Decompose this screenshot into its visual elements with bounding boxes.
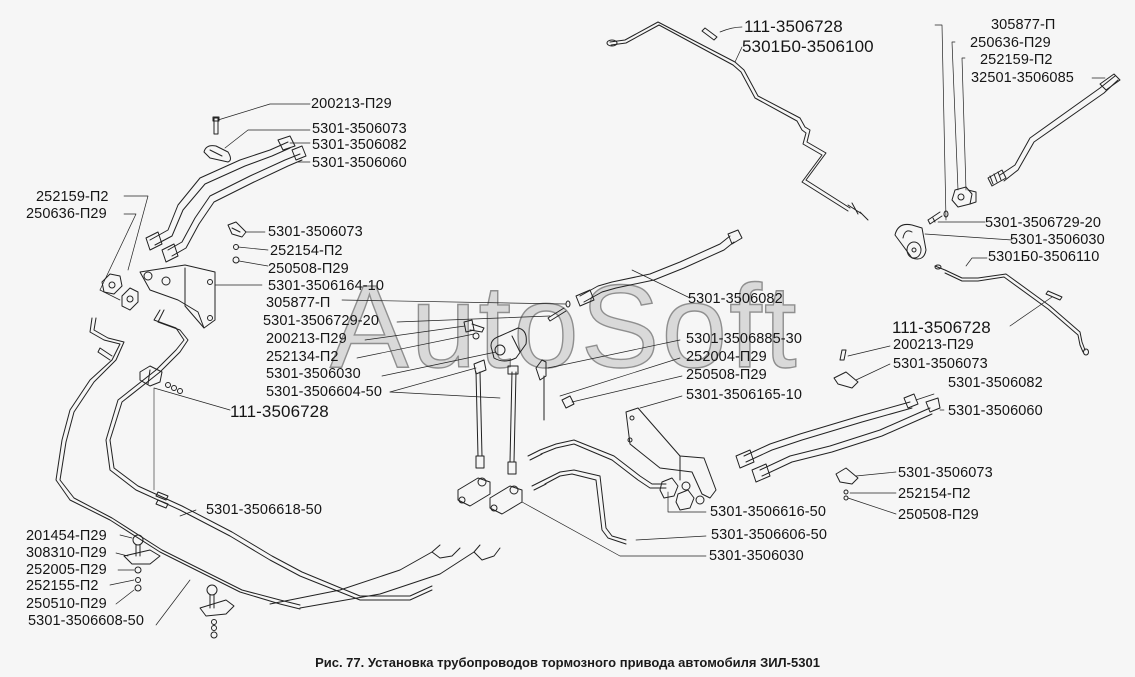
tee-5301-3506030-center [490,327,527,362]
bracket-5301-3506164-10 [139,264,216,329]
label-5301-3506073-right-lower: 5301-3506073 [898,465,993,481]
label-5301-3506618-50: 5301-3506618-50 [206,502,322,518]
label-5301-3506082-center: 5301-3506082 [688,291,783,307]
label-5301-3506729-20-center: 5301-3506729-20 [263,313,379,329]
label-250508-p29-center: 250508-П29 [686,367,767,383]
nut-250508-p29-center [561,395,575,409]
label-252155-p2: 252155-П2 [26,578,99,594]
nut-252159-p2-left [101,273,139,311]
label-5301-3506729-20-right: 5301-3506729-20 [985,215,1101,231]
label-250508-p29-left: 250508-П29 [268,261,349,277]
label-5301-3506608-50: 5301-3506608-50 [28,613,144,629]
bolt-200213-p29 [212,116,220,135]
pipe-5301-3506616-50 [527,439,667,489]
bracket-5301-3506165-10 [625,407,717,499]
label-5301b0-3506110: 5301Б0-3506110 [988,249,1100,265]
label-252005-p29: 252005-П29 [26,562,107,578]
hose-32501-3506085 [987,73,1121,187]
pipe-5301b0-3506110 [934,264,1089,356]
clamp-5301-3506073-right-lower [835,467,859,501]
tee-pair-bottom [457,477,523,515]
label-200213-p29-center: 200213-П29 [266,331,347,347]
label-5301-3506030-bottom: 5301-3506030 [709,548,804,564]
seal-305877-p-center [565,300,571,308]
label-250510-p29: 250510-П29 [26,596,107,612]
label-308310-p29: 308310-П29 [26,545,107,561]
label-250508-p29-right: 250508-П29 [898,507,979,523]
label-5301-3506616-50: 5301-3506616-50 [710,504,826,520]
label-252154-p2-left: 252154-П2 [270,243,343,259]
label-250636-p29-left: 250636-П29 [26,206,107,222]
bracket-5301-3506608-50 [123,534,235,639]
label-111-3506728-left: 111-3506728 [230,402,329,421]
pipes-bottom-small [269,544,501,609]
label-252159-p2-left: 252159-П2 [36,189,109,205]
label-5301-3506030-center: 5301-3506030 [266,366,361,382]
hose-5301-3506082-center [575,229,743,307]
label-5301-3506073-right: 5301-3506073 [893,356,988,372]
clip-111-3506728-top [701,27,718,41]
nut-assembly-top-right [927,186,977,225]
label-250636-p29-top: 250636-П29 [970,35,1051,51]
label-5301-3506164-10: 5301-3506164-10 [268,278,384,294]
washer-250508-p29-left [232,256,240,264]
label-5301-3506885-30: 5301-3506885-30 [686,331,802,347]
clamp-5301-3506073-left [227,221,247,238]
label-5301-3506604-50: 5301-3506604-50 [266,384,382,400]
label-201454-p29: 201454-П29 [26,528,107,544]
hose-5301-3506060 [161,145,307,263]
label-252134-p2: 252134-П2 [266,349,339,365]
label-5301-3506165-10: 5301-3506165-10 [686,387,802,403]
pipe-5301-3506618-50 [55,309,433,610]
label-200213-p29-right: 200213-П29 [893,337,974,353]
label-5301-3506030-right: 5301-3506030 [1010,232,1105,248]
fitting-5301-3506885-30 [535,359,547,421]
washer-252134-p2 [472,332,480,340]
label-5301b0-3506100: 5301Б0-3506100 [742,37,874,56]
label-5301-3506606-50: 5301-3506606-50 [711,527,827,543]
clamp-right-mid [833,349,859,389]
label-252159-p2-top: 252159-П2 [980,52,1053,68]
nuts-bracket-right [659,477,705,511]
label-305877-p-top: 305877-П [991,17,1056,33]
hoses-right-mid [735,393,941,483]
hose-5301-3506082 [145,135,296,251]
label-200213-p29-top: 200213-П29 [311,96,392,112]
label-5301-3506060-top: 5301-3506060 [312,155,407,171]
label-5301-3506082-top: 5301-3506082 [312,137,407,153]
pipe-5301b0-3506100 [606,21,869,221]
hose-5301-3506604-50 [473,359,519,475]
clip-111-3506728-right [1045,290,1063,301]
label-5301-3506082-right: 5301-3506082 [948,375,1043,391]
bolt-200213-p29-center [463,319,485,333]
figure-caption: Рис. 77. Установка трубопроводов тормозн… [315,655,820,670]
label-252154-p2-right: 252154-П2 [898,486,971,502]
label-5301-3506060-right: 5301-3506060 [948,403,1043,419]
label-5301-3506073-top: 5301-3506073 [312,121,407,137]
clamp-5301-3506073-top-left [203,145,231,163]
label-111-3506728-top: 111-3506728 [744,17,843,36]
label-5301-3506073-left: 5301-3506073 [268,224,363,240]
tee-5301-3506030-right [894,224,927,260]
label-32501-3506085: 32501-3506085 [971,70,1074,86]
label-252004-p29: 252004-П29 [686,349,767,365]
label-111-3506728-right: 111-3506728 [892,318,991,337]
pipe-5301-3506606-50 [531,469,627,545]
clip-111-3506728-left [139,365,183,509]
label-305877-p-center: 305877-П [266,295,331,311]
